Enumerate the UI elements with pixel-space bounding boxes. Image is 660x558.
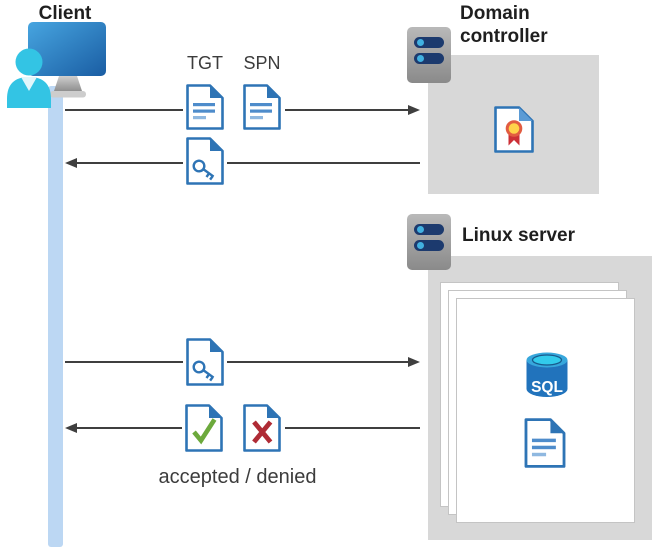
arrowhead-right-icon — [408, 357, 420, 367]
domain-controller-label: Domain controller — [460, 3, 548, 47]
arrow-line — [65, 109, 183, 111]
arrowhead-left-icon — [65, 158, 77, 168]
certificate-document-icon — [494, 106, 534, 153]
person-icon — [7, 48, 51, 108]
client-lifeline-bar — [48, 86, 63, 547]
arrow-line — [227, 361, 408, 363]
client-label: Client — [38, 3, 92, 24]
monitor-icon — [28, 22, 106, 98]
spn-label: SPN — [243, 53, 281, 73]
domain-controller-server-icon — [406, 26, 452, 84]
arrow-line — [65, 361, 183, 363]
sql-label: SQL — [531, 379, 563, 396]
arrowhead-left-icon — [65, 423, 77, 433]
arrow-line — [285, 427, 420, 429]
accepted-denied-caption: accepted / denied — [158, 466, 317, 488]
arrowhead-right-icon — [408, 105, 420, 115]
arrow-line — [285, 109, 408, 111]
sql-database-icon: SQL — [524, 351, 570, 398]
accepted-document-icon — [185, 404, 223, 452]
container-card — [456, 298, 635, 523]
linux-server-server-icon — [406, 213, 452, 271]
linux-server-label: Linux server — [462, 225, 575, 246]
spn-document-icon — [243, 84, 281, 130]
arrow-line — [77, 427, 182, 429]
arrow-line — [227, 162, 420, 164]
key-document-icon — [186, 137, 224, 185]
tgt-label: TGT — [187, 53, 223, 73]
key-document-icon — [186, 338, 224, 386]
keytab-document-icon — [524, 418, 566, 468]
tgt-document-icon — [186, 84, 224, 130]
person-at-monitor-icon — [4, 22, 106, 108]
arrow-line — [77, 162, 183, 164]
denied-document-icon — [243, 404, 281, 452]
